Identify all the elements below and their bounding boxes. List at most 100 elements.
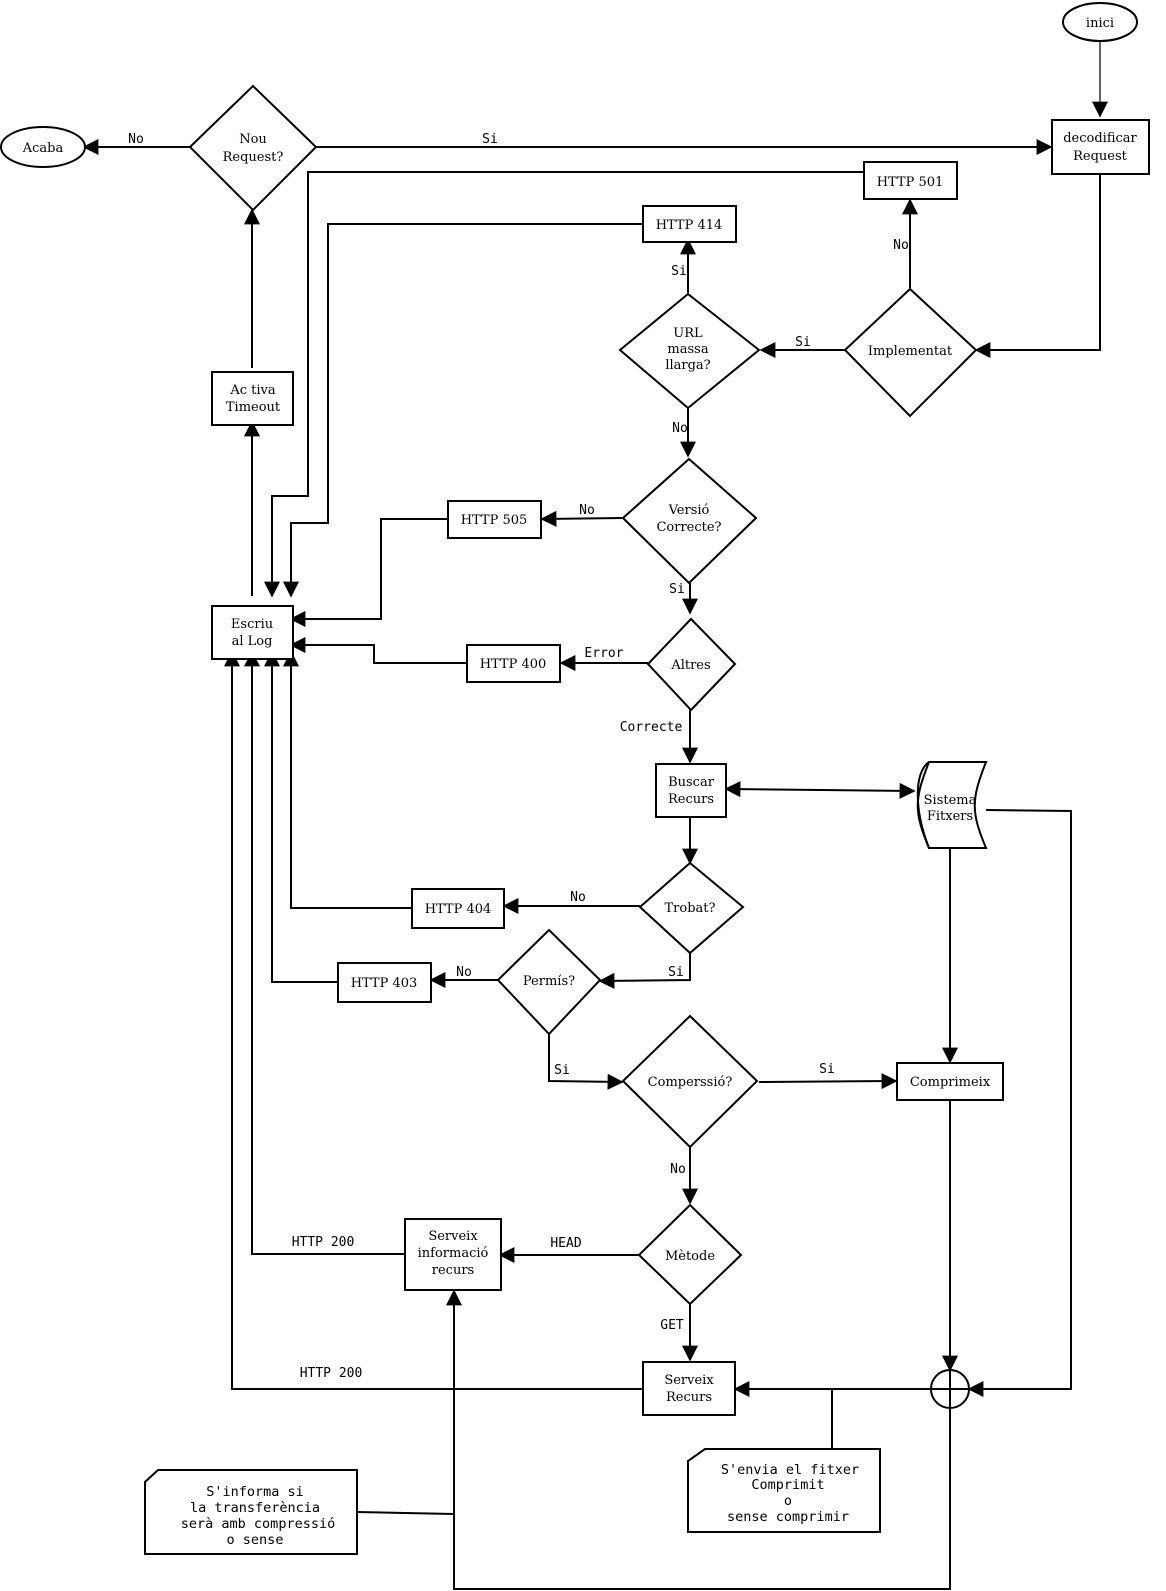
compression-info-note-line-1: S'informa si bbox=[206, 1484, 304, 1500]
http-501-label: HTTP 501 bbox=[877, 175, 944, 190]
serve-info-label-2: informació bbox=[418, 1246, 489, 1261]
edge-compressio-comprimeix bbox=[758, 1073, 898, 1090]
activate-timeout-box bbox=[211, 371, 294, 426]
http-505-label: HTTP 505 bbox=[461, 513, 528, 528]
write-log-label-2: al Log bbox=[232, 634, 273, 649]
edges bbox=[82, 41, 1108, 1590]
serve-resource-label-2: Recurs bbox=[666, 1390, 712, 1405]
label-si-permis: Si bbox=[668, 965, 684, 980]
decode-request-label-1: decodificar bbox=[1063, 131, 1137, 146]
serve-info-label-1: Serveix bbox=[428, 1229, 478, 1244]
url-too-long-label-3: llarga? bbox=[665, 358, 710, 373]
other-label: Altres bbox=[670, 658, 710, 673]
send-file-note-line-1: S'envia el fitxer bbox=[721, 1462, 859, 1478]
label-no-501: No bbox=[893, 238, 909, 253]
http-400-box bbox=[466, 644, 561, 683]
http-400-label: HTTP 400 bbox=[480, 657, 547, 672]
version-label-2: Correcte? bbox=[656, 520, 721, 535]
send-file-note-line-4: sense comprimir bbox=[727, 1509, 849, 1525]
end-node bbox=[0, 126, 86, 168]
label-head: HEAD bbox=[550, 1236, 581, 1251]
edge-info-log bbox=[244, 650, 405, 1255]
compression-info-note-line-4: o sense bbox=[227, 1532, 284, 1548]
version-label-1: Versió bbox=[668, 503, 710, 518]
label-http200-recurs: HTTP 200 bbox=[300, 1366, 363, 1381]
label-si-comprimeix: Si bbox=[819, 1062, 835, 1077]
edge-recurs-log bbox=[224, 650, 643, 1390]
new-request-decision bbox=[188, 84, 318, 212]
label-si-414: Si bbox=[671, 264, 687, 279]
found-label: Trobat? bbox=[665, 901, 716, 916]
send-file-note-line-2: Comprimit bbox=[751, 1477, 824, 1493]
label-error-400: Error bbox=[584, 646, 623, 661]
file-system-storage-edge bbox=[916, 761, 930, 849]
nodes: inici Acaba Nou Request? decodificar Req… bbox=[0, 2, 1150, 1555]
label-si-compressio: Si bbox=[554, 1063, 570, 1078]
label-no-metode: No bbox=[670, 1162, 686, 1177]
permission-label: Permís? bbox=[523, 974, 575, 989]
label-get: GET bbox=[660, 1318, 684, 1333]
http-501-box bbox=[863, 161, 958, 200]
edge-versio-505 bbox=[540, 510, 624, 527]
serve-resource-box bbox=[642, 1361, 736, 1416]
label-correcte: Correcte bbox=[620, 720, 683, 735]
url-too-long-label-2: massa bbox=[667, 342, 708, 357]
label-http200-info: HTTP 200 bbox=[292, 1235, 355, 1250]
other-decision bbox=[646, 617, 737, 712]
find-resource-box bbox=[655, 763, 727, 818]
new-request-label-1: Nou bbox=[239, 132, 267, 147]
label-no-505: No bbox=[579, 503, 595, 518]
activate-timeout-label-1: Ac tiva bbox=[229, 383, 276, 398]
label-si-decodificar: Si bbox=[482, 132, 498, 147]
http-414-label: HTTP 414 bbox=[656, 218, 723, 233]
edge-merge-info bbox=[446, 1289, 951, 1590]
edge-403-log bbox=[264, 650, 338, 983]
http-505-box bbox=[447, 500, 542, 539]
write-log-label-1: Escriu bbox=[231, 617, 273, 632]
method-label: Mètode bbox=[665, 1249, 715, 1264]
label-no-acaba: No bbox=[128, 132, 144, 147]
compression-decision bbox=[621, 1014, 759, 1149]
http-403-box bbox=[337, 962, 432, 1003]
find-resource-label-1: Buscar bbox=[668, 775, 715, 790]
http-404-label: HTTP 404 bbox=[425, 902, 492, 917]
edge-400-log bbox=[289, 637, 467, 664]
compression-info-note-line-2: la transferència bbox=[190, 1500, 320, 1516]
label-si-url: Si bbox=[795, 335, 811, 350]
found-decision bbox=[638, 861, 745, 955]
compress-box bbox=[896, 1062, 1004, 1101]
file-system-label-2: Fitxers bbox=[927, 809, 973, 824]
url-too-long-decision bbox=[618, 292, 761, 410]
compression-label: Comperssió? bbox=[648, 1075, 733, 1090]
edge-decodificar-implementat bbox=[974, 174, 1101, 358]
new-request-label-2: Request? bbox=[223, 150, 284, 165]
implemented-decision bbox=[843, 287, 978, 418]
edge-501-log bbox=[264, 171, 864, 598]
http-403-label: HTTP 403 bbox=[351, 976, 418, 991]
implemented-label: Implementat bbox=[868, 344, 953, 359]
url-too-long-label-1: URL bbox=[673, 326, 703, 341]
write-log-box bbox=[211, 605, 294, 660]
http-414-box bbox=[642, 205, 737, 243]
label-no-404: No bbox=[570, 890, 586, 905]
end-label: Acaba bbox=[22, 141, 64, 156]
serve-info-label-3: recurs bbox=[432, 1263, 474, 1278]
method-decision bbox=[637, 1203, 743, 1306]
edge-404-log bbox=[283, 650, 412, 909]
send-file-note bbox=[687, 1448, 881, 1533]
start-label: inici bbox=[1086, 16, 1114, 31]
note-connector-informa bbox=[356, 1511, 455, 1515]
decode-request-box bbox=[1051, 119, 1150, 175]
edge-buscar-sistema bbox=[724, 781, 916, 799]
http-404-box bbox=[411, 888, 505, 929]
edge-permis-compressio bbox=[548, 1034, 624, 1090]
compression-info-note bbox=[144, 1469, 358, 1555]
edge-labels: No Si No Si Si No No Si Error Correcte N… bbox=[128, 132, 909, 1381]
serve-info-box bbox=[404, 1218, 502, 1291]
find-resource-label-2: Recurs bbox=[668, 792, 714, 807]
version-decision bbox=[621, 457, 758, 585]
file-system-label-1: Sistema bbox=[924, 793, 977, 808]
edge-414-log bbox=[283, 223, 643, 598]
file-system-storage bbox=[916, 761, 988, 849]
